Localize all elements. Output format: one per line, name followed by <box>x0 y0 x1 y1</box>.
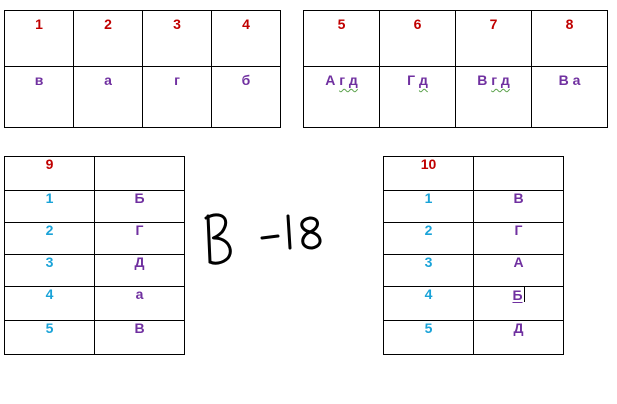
question-number: 3 <box>173 16 181 32</box>
row-number: 5 <box>45 320 54 336</box>
matching-table-10: 10 1 В 2 Г 3 А 4 Б 5 Д <box>383 156 564 355</box>
question-number-cell[interactable]: 10 <box>383 156 474 191</box>
match-answer: а <box>135 286 144 302</box>
answer-cell[interactable]: Г д <box>379 66 456 128</box>
match-answer-cell[interactable]: Б <box>94 190 185 223</box>
row-number-cell[interactable]: 1 <box>4 190 95 223</box>
question-number-cell[interactable]: 6 <box>379 10 456 67</box>
question-number-cell[interactable]: 9 <box>4 156 95 191</box>
match-answer-cell[interactable]: Г <box>473 222 564 255</box>
question-number-cell[interactable]: 1 <box>4 10 74 67</box>
answer-cell[interactable]: а <box>73 66 143 128</box>
match-answer: Д <box>134 254 145 270</box>
answer-cell[interactable]: А г д <box>303 66 380 128</box>
question-number: 9 <box>45 156 54 172</box>
handwritten-score-icon <box>204 213 322 265</box>
answer-cell[interactable]: в <box>4 66 74 128</box>
row-number: 3 <box>45 254 54 270</box>
question-number: 5 <box>337 16 346 32</box>
question-number: 1 <box>35 16 43 32</box>
match-answer-cell[interactable]: В <box>473 190 564 223</box>
row-number: 1 <box>424 190 433 206</box>
answer-letters: а <box>572 72 581 88</box>
match-answer-cell[interactable]: Г <box>94 222 185 255</box>
row-number-cell[interactable]: 5 <box>383 320 474 355</box>
answer-cell[interactable]: б <box>211 66 281 128</box>
match-answer-cell[interactable]: Д <box>473 320 564 355</box>
answer-text: в <box>34 72 44 88</box>
match-answer: Д <box>513 320 524 336</box>
match-answer: Г <box>514 222 523 238</box>
match-answer: Б <box>134 190 145 206</box>
row-number-cell[interactable]: 4 <box>383 286 474 321</box>
answer-text: г <box>174 72 180 88</box>
match-answer: В <box>513 190 524 206</box>
row-number: 4 <box>424 286 433 302</box>
row-number: 4 <box>45 286 54 302</box>
row-number: 5 <box>424 320 433 336</box>
match-answer-cell-active[interactable]: Б <box>473 286 564 321</box>
row-number: 3 <box>424 254 433 270</box>
empty-header-cell[interactable] <box>473 156 564 191</box>
answer-first-letter: А <box>325 72 336 88</box>
answer-first-letter: Г <box>407 72 416 88</box>
row-number: 2 <box>424 222 433 238</box>
match-answer: Б <box>512 287 523 303</box>
answer-letters-spellcheck: г д <box>339 72 358 88</box>
answer-cell[interactable]: В а <box>531 66 608 128</box>
answer-letters-spellcheck: г д <box>491 72 510 88</box>
row-number: 2 <box>45 222 54 238</box>
row-number-cell[interactable]: 2 <box>383 222 474 255</box>
answer-text: а <box>104 72 112 88</box>
row-number-cell[interactable]: 2 <box>4 222 95 255</box>
question-number: 10 <box>420 156 437 172</box>
row-number-cell[interactable]: 4 <box>4 286 95 321</box>
answer-first-letter: В <box>558 72 569 88</box>
question-number: 6 <box>413 16 422 32</box>
match-answer: В <box>134 320 145 336</box>
answer-first-letter: В <box>477 72 488 88</box>
question-number: 2 <box>104 16 112 32</box>
row-number-cell[interactable]: 1 <box>383 190 474 223</box>
answer-text: б <box>241 72 251 88</box>
answer-table-1-4: 1 2 3 4 в а г б <box>4 10 281 128</box>
match-answer-cell[interactable]: А <box>473 254 564 287</box>
answer-cell[interactable]: г <box>142 66 212 128</box>
row-number-cell[interactable]: 3 <box>383 254 474 287</box>
question-number: 8 <box>565 16 574 32</box>
match-answer: Г <box>135 222 144 238</box>
matching-table-9: 9 1 Б 2 Г 3 Д 4 а 5 В <box>4 156 185 355</box>
match-answer-cell[interactable]: а <box>94 286 185 321</box>
question-number: 7 <box>489 16 498 32</box>
row-number-cell[interactable]: 5 <box>4 320 95 355</box>
answer-cell[interactable]: В г д <box>455 66 532 128</box>
question-number-cell[interactable]: 4 <box>211 10 281 67</box>
question-number-cell[interactable]: 5 <box>303 10 380 67</box>
row-number-cell[interactable]: 3 <box>4 254 95 287</box>
row-number: 1 <box>45 190 54 206</box>
answer-table-5-8: 5 6 7 8 А г д Г д В г д В а <box>303 10 608 128</box>
question-number-cell[interactable]: 7 <box>455 10 532 67</box>
empty-header-cell[interactable] <box>94 156 185 191</box>
text-cursor-icon <box>523 287 525 302</box>
answer-letters-spellcheck: д <box>418 72 428 88</box>
match-answer-cell[interactable]: Д <box>94 254 185 287</box>
question-number-cell[interactable]: 2 <box>73 10 143 67</box>
match-answer-cell[interactable]: В <box>94 320 185 355</box>
question-number-cell[interactable]: 3 <box>142 10 212 67</box>
question-number-cell[interactable]: 8 <box>531 10 608 67</box>
match-answer: А <box>513 254 524 270</box>
question-number: 4 <box>242 16 250 32</box>
